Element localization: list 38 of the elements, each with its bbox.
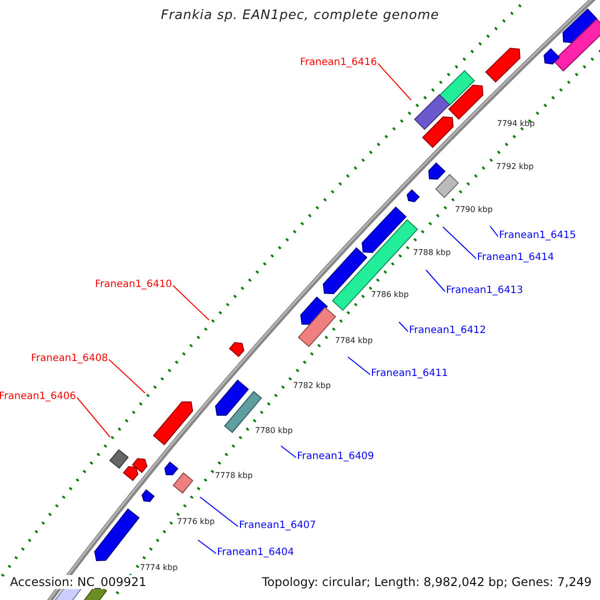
leader-line <box>348 356 370 375</box>
genome-summary: Topology: circular; Length: 8,982,042 bp; Genes: 7,249 <box>262 575 592 589</box>
gene-label: Franean1_6412 <box>409 325 486 336</box>
gene-label: Franean1_6407 <box>239 520 316 531</box>
leader-line <box>200 496 238 527</box>
gene-label: Franean1_6409 <box>297 451 374 462</box>
scale-label: 7776 kbp <box>177 517 215 526</box>
gene-label: Franean1_6416 <box>300 57 377 68</box>
leader-line <box>378 63 412 100</box>
scale-label: 7782 kbp <box>293 381 331 390</box>
accession-note: Accession: NC_009921 <box>10 575 146 589</box>
gene-label: Franean1_6406 <box>0 391 76 402</box>
scale-label: 7792 kbp <box>496 162 534 171</box>
scale-label: 7794 kbp <box>497 119 535 128</box>
scale-label: 7778 kbp <box>215 471 253 480</box>
gene-label: Franean1_6414 <box>477 252 554 263</box>
scale-label: 7786 kbp <box>371 290 409 299</box>
gene-label: Franean1_6408 <box>30 353 108 364</box>
gene-label: Franean1_6404 <box>217 547 294 558</box>
leader-line <box>76 397 110 438</box>
leader-line <box>108 359 146 394</box>
leader-line <box>172 285 210 320</box>
leader-line <box>426 270 446 292</box>
scale-label: 7784 kbp <box>335 336 373 345</box>
leader-line <box>398 322 408 332</box>
leader-line <box>280 446 296 458</box>
gene-label: Franean1_6413 <box>446 285 524 296</box>
leader-line <box>442 226 476 259</box>
map-title: Frankia sp. EAN1pec, complete genome <box>160 8 440 23</box>
scale-label: 7790 kbp <box>455 205 493 214</box>
scale-label: 7780 kbp <box>255 426 293 435</box>
gene-label: Franean1_6410 <box>94 279 172 290</box>
leader-line <box>490 226 498 237</box>
gene-label: Franean1_6411 <box>371 368 448 379</box>
scale-label: 7774 kbp <box>140 563 178 572</box>
gene-label: Franean1_6415 <box>499 230 576 241</box>
scale-label: 7788 kbp <box>413 248 451 257</box>
leader-line <box>198 540 216 554</box>
